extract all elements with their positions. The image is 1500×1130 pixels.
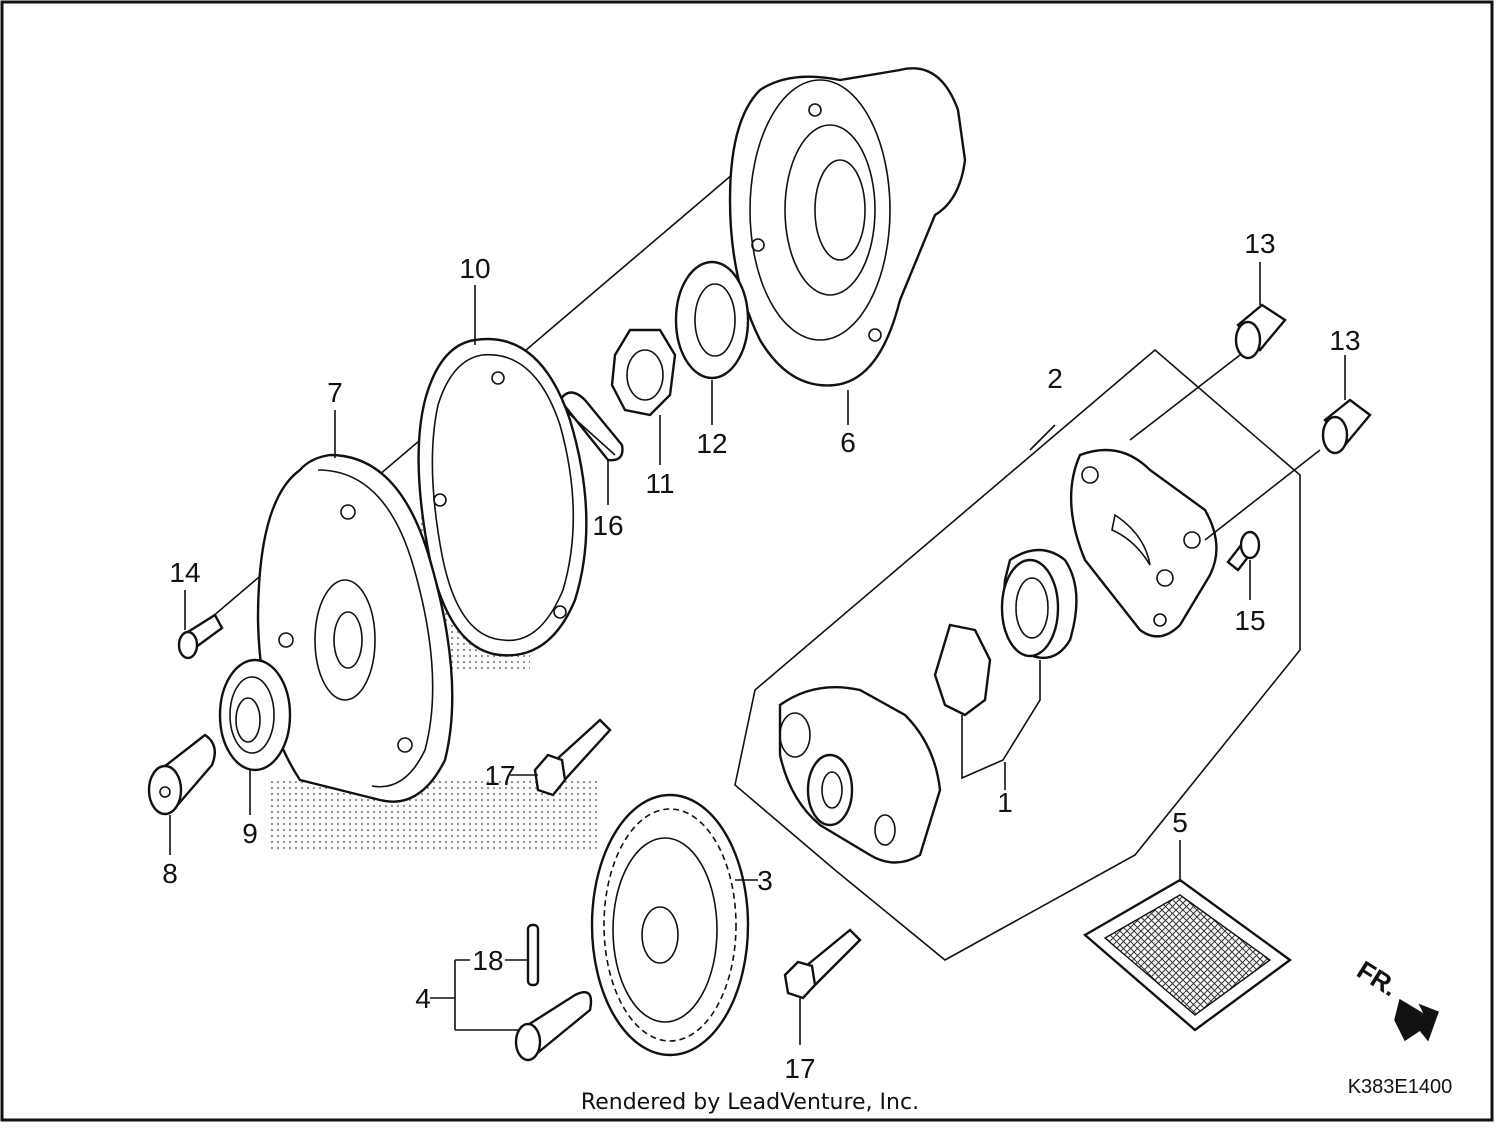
part-17-bolt-a [510, 718, 612, 797]
part-4-bracket [430, 959, 528, 1031]
part-9-cap [218, 658, 292, 772]
part-11-nut [610, 328, 677, 417]
callout-16: 16 [592, 510, 623, 541]
part-18-pin [526, 923, 540, 987]
part-1-leader [961, 660, 1041, 780]
callout-17-a: 17 [484, 760, 515, 791]
footer-credit: Rendered by LeadVenture, Inc. [580, 1090, 920, 1115]
part-10-gasket [417, 337, 588, 657]
part-6-housing [728, 67, 967, 387]
callout-6: 6 [840, 427, 856, 458]
part-13-dowel-b [1204, 398, 1372, 541]
part-3-gear [590, 793, 758, 1057]
callout-15: 15 [1234, 605, 1265, 636]
part-17-bolt-b [783, 928, 862, 1045]
part-2-assembly-outline [734, 348, 1301, 961]
diagram-code: K383E1400 [1348, 1076, 1453, 1098]
callout-10: 10 [459, 253, 490, 284]
part-7-cover [256, 453, 454, 803]
part-1-outer-rotor [1000, 548, 1078, 660]
callout-7: 7 [327, 377, 343, 408]
callout-12: 12 [696, 428, 727, 459]
part-1-inner-rotor [933, 623, 992, 717]
fr-label: FR. [1352, 955, 1403, 1003]
callout-4: 4 [415, 983, 431, 1014]
callout-5: 5 [1172, 807, 1188, 838]
callout-17-b: 17 [784, 1053, 815, 1084]
part-4-shaft [514, 990, 593, 1062]
part-15-screw [1226, 530, 1261, 572]
part-13-dowel-a [1129, 303, 1287, 441]
callout-14: 14 [169, 557, 200, 588]
callout-11: 11 [645, 468, 674, 499]
callout-8: 8 [162, 858, 178, 889]
callout-13-b: 13 [1329, 325, 1360, 356]
callout-3: 3 [757, 865, 773, 896]
part-8-bolt [147, 733, 216, 816]
callout-9: 9 [242, 818, 258, 849]
callout-18: 18 [472, 945, 503, 976]
callout-1: 1 [997, 787, 1013, 818]
callout-13-a: 13 [1244, 228, 1275, 259]
callout-leaders [169, 262, 1346, 855]
arrow-icon [1394, 998, 1439, 1042]
callout-2: 2 [1047, 363, 1063, 394]
pump-body [778, 685, 942, 864]
part-12-oil-seal [674, 260, 750, 380]
part-2-leader [1029, 424, 1056, 451]
front-direction-marker: FR. [1352, 955, 1439, 1042]
part-5-oil-filter [1082, 840, 1293, 1032]
part-2-pump-plate [1069, 448, 1218, 638]
part-16-cotter-pin [558, 391, 624, 462]
part-14-screw [177, 613, 224, 660]
